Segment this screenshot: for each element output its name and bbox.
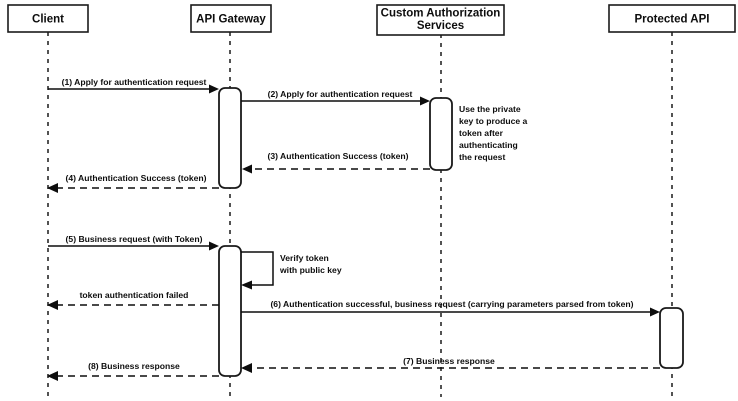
message-2-arrowhead: [420, 96, 430, 106]
activation-bar-api-gateway-auth: [218, 87, 242, 189]
participant-box-client[interactable]: [7, 4, 89, 33]
participant-label-custom-authorization-services-line2: Services: [417, 20, 464, 32]
participant-box-api-gateway[interactable]: [190, 4, 272, 33]
message-7[interactable]: (7) Business response: [241, 356, 660, 373]
message-2[interactable]: (2) Apply for authentication request: [241, 89, 430, 106]
participant-label-protected-api: Protected API: [635, 14, 710, 26]
message-1-label: (1) Apply for authentication request: [62, 77, 207, 87]
message-7-arrowhead: [241, 363, 252, 373]
message-8-label: (8) Business response: [88, 361, 180, 371]
verify-token-self-message-line: [241, 251, 274, 286]
message-8-arrowhead: [47, 371, 58, 381]
private-key-note-line-3: token after: [459, 128, 504, 138]
private-key-note-line-5: the request: [459, 152, 505, 162]
verify-token-self-message-line-2: with public key: [279, 265, 342, 275]
participant-label-api-gateway: API Gateway: [196, 14, 266, 26]
message-1-arrowhead: [209, 84, 219, 94]
verify-token-self-message[interactable]: Verify token with public key: [241, 251, 342, 290]
activation-bar-custom-authorization-services: [429, 97, 453, 171]
message-3[interactable]: (3) Authentication Success (token): [242, 151, 430, 174]
message-4[interactable]: (4) Authentication Success (token): [47, 173, 219, 193]
participant-label-client: Client: [32, 14, 64, 26]
message-8[interactable]: (8) Business response: [47, 361, 219, 381]
participant-label-custom-authorization-services-line1: Custom Authorization: [381, 8, 501, 20]
message-5[interactable]: (5) Business request (with Token): [48, 234, 219, 251]
participant-api-gateway[interactable]: API Gateway: [190, 4, 272, 33]
participant-custom-authorization-services[interactable]: Custom Authorization Services: [376, 4, 505, 36]
participant-box-protected-api[interactable]: [608, 4, 736, 33]
message-6-label: (6) Authentication successful, business …: [270, 299, 633, 309]
message-1[interactable]: (1) Apply for authentication request: [48, 77, 219, 94]
message-3-label: (3) Authentication Success (token): [267, 151, 408, 161]
participant-box-custom-authorization-services[interactable]: [376, 4, 505, 36]
message-3-arrowhead: [242, 164, 252, 174]
private-key-note-line-4: authenticating: [459, 140, 518, 150]
private-key-note-line-2: key to produce a: [459, 116, 528, 126]
private-key-note: Use the private key to produce a token a…: [459, 104, 528, 162]
participant-protected-api[interactable]: Protected API: [608, 4, 736, 33]
message-4-arrowhead: [47, 183, 58, 193]
verify-token-self-message-arrowhead: [241, 280, 252, 290]
message-6[interactable]: (6) Authentication successful, business …: [241, 299, 660, 317]
message-7-label: (7) Business response: [403, 356, 495, 366]
message-5-label: (5) Business request (with Token): [66, 234, 203, 244]
message-5-arrowhead: [209, 241, 219, 251]
lifelines-group: [47, 32, 673, 397]
message-token-authentication-failed-label: token authentication failed: [80, 290, 189, 300]
message-token-authentication-failed[interactable]: token authentication failed: [47, 290, 219, 310]
activation-bar-protected-api: [659, 307, 684, 369]
message-4-label: (4) Authentication Success (token): [65, 173, 206, 183]
activation-bar-api-gateway-business: [218, 245, 242, 377]
verify-token-self-message-line-1: Verify token: [280, 253, 329, 263]
private-key-note-line-1: Use the private: [459, 104, 521, 114]
message-token-authentication-failed-arrowhead: [47, 300, 58, 310]
activation-bars-group: [218, 87, 684, 377]
message-6-arrowhead: [650, 307, 660, 317]
participant-client[interactable]: Client: [7, 4, 89, 33]
message-2-label: (2) Apply for authentication request: [268, 89, 413, 99]
